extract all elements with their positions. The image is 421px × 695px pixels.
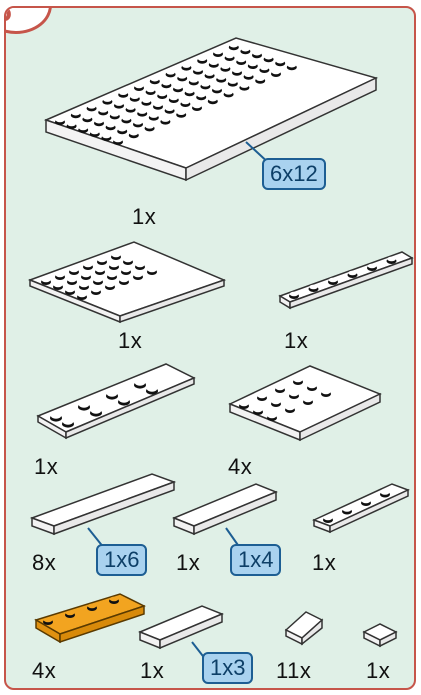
qty-plate-6x12: 1x	[132, 204, 156, 230]
plate-1x6-piece	[278, 244, 416, 314]
orange-clip-plate-piece	[32, 590, 152, 650]
qty-orange-clip-plate: 4x	[32, 658, 56, 684]
qty-tile-1x3: 1x	[140, 658, 164, 684]
qty-clip-plate: 4x	[228, 454, 252, 480]
qty-slope-tile: 11x	[276, 658, 311, 684]
size-label-1x6: 1x6	[96, 544, 147, 576]
size-label-1x3: 1x3	[202, 652, 253, 684]
step-panel: 5 6x12 1x 1x 1x 1x 4x	[4, 6, 416, 690]
size-label-6x12: 6x12	[262, 158, 326, 190]
tile-1x1-piece	[362, 620, 402, 650]
qty-tile-1x6: 8x	[32, 550, 56, 576]
step-number: 5	[4, 6, 12, 29]
plate-6x12-piece	[36, 28, 396, 198]
qty-plate-1x6: 1x	[284, 328, 308, 354]
size-label-1x4: 1x4	[230, 544, 281, 576]
clip-plate-piece	[224, 360, 384, 450]
plate-2x4-piece	[34, 360, 204, 440]
qty-tile-1x1: 1x	[366, 658, 390, 684]
slope-tile-piece	[282, 608, 332, 648]
qty-plate-1x4: 1x	[312, 550, 336, 576]
wedge-plate-piece	[24, 240, 234, 320]
qty-tile-1x4: 1x	[176, 550, 200, 576]
plate-1x4-piece	[312, 478, 412, 538]
qty-wedge-plate: 1x	[118, 328, 142, 354]
